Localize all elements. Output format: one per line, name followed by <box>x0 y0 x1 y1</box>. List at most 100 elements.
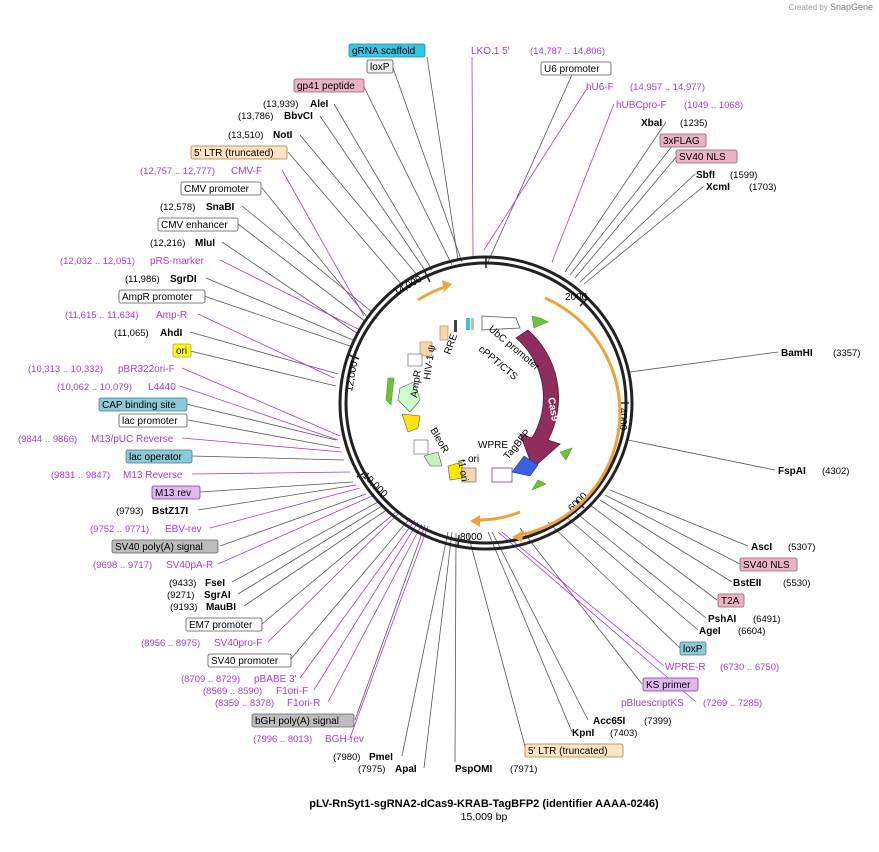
f1orif-pos: (8569 .. 8590) <box>203 686 262 697</box>
f1orir-label: F1ori-R <box>287 698 320 709</box>
fspai-label: FspAI <box>778 466 806 477</box>
bghrev-label: BGH-rev <box>325 734 364 745</box>
loxp-top-label: loxP <box>370 62 390 73</box>
sgrdi-pos: (11,986) <box>125 274 160 285</box>
tick-label-4000: 4000 <box>617 408 628 431</box>
map-subtitle: 15,009 bp <box>461 811 508 823</box>
cmv-enhancer-label: CMV enhancer <box>161 220 228 231</box>
cmvf-pos: (12,757 .. 12,777) <box>140 166 215 177</box>
maubi-label: MauBI <box>206 602 236 613</box>
asci-label: AscI <box>751 542 772 553</box>
ring-ticks <box>348 257 629 546</box>
sv40nls-bot-label: SV40 NLS <box>743 560 790 571</box>
pbabe-label: pBABE 3' <box>254 674 297 685</box>
ebvrev-pos: (9752 .. 9771) <box>90 524 149 535</box>
sv40prof-label: SV40pro-F <box>214 638 262 649</box>
acc65i-label: Acc65I <box>593 716 625 727</box>
bgh-label: bGH poly(A) signal <box>255 716 339 727</box>
snapgene-brand: Created by SnapGene <box>788 2 873 12</box>
em7-feature <box>461 467 477 483</box>
f1orif-label: F1ori-F <box>276 686 308 697</box>
m13rev-primer-label: M13 Reverse <box>123 470 183 481</box>
sbfi-pos: (1599) <box>730 170 757 181</box>
sbfi-label: SbfI <box>696 170 715 181</box>
ahdi-label: AhdI <box>160 328 182 339</box>
bsteii-pos: (5530) <box>783 578 810 589</box>
bleor-feature <box>423 451 443 467</box>
map-title: pLV-RnSyt1-sgRNA2-dCas9-KRAB-TagBFP2 (id… <box>309 798 659 810</box>
pmei-label: PmeI <box>369 752 393 763</box>
fsei-pos: (9433) <box>169 578 196 589</box>
alei-label: AleI <box>310 99 329 110</box>
ltr5-bot-label: 5' LTR (truncated) <box>528 746 608 757</box>
bamhi-label: BamHI <box>781 348 813 359</box>
ltr-feature-left <box>419 341 433 357</box>
right-labels: LKO.1 5' (14,787 .. 14,806) U6 promoter … <box>471 46 860 758</box>
lko-pos: (14,787 .. 14,806) <box>530 46 605 57</box>
wpre-feature <box>491 467 513 483</box>
m13rev-primer-pos: (9831 .. 9847) <box>51 470 110 481</box>
left-labels: gRNA scaffold loxP gp41 peptide (13,939)… <box>18 43 537 775</box>
lac-operator-label: lac operator <box>129 452 182 463</box>
ebvrev-label: EBV-rev <box>165 524 202 535</box>
grna-scaffold-label: gRNA scaffold <box>352 46 415 57</box>
sv40prof-pos: (8956 .. 8975) <box>141 638 200 649</box>
ubc-promoter-feature <box>481 315 521 331</box>
loxp-feature <box>471 318 474 330</box>
inner-label-ampr: AmpR <box>409 369 424 398</box>
apai-pos: (7975) <box>358 764 385 775</box>
bstz17i-pos: (9793) <box>116 506 143 517</box>
sgrai-pos: (9271) <box>167 590 194 601</box>
snabi-pos: (12,578) <box>160 202 195 213</box>
f1orir-pos: (8359 .. 8378) <box>215 698 274 709</box>
rre-feature <box>439 325 449 341</box>
pspomi-pos: (7971) <box>510 764 537 775</box>
apai-label: ApaI <box>395 764 417 775</box>
ori-label: ori <box>176 346 187 357</box>
prs-pos: (12,032 .. 12,051) <box>60 256 135 267</box>
sv40-promoter-label: SV40 promoter <box>211 656 279 667</box>
prs-label: pRS-marker <box>150 256 205 267</box>
sv40pa-label: SV40 poly(A) signal <box>115 542 203 553</box>
fspai-pos: (4302) <box>822 466 849 477</box>
pbr322-pos: (10,313 .. 10,332) <box>28 364 103 375</box>
noti-label: NotI <box>273 130 293 141</box>
m13puc-label: M13/pUC Reverse <box>91 434 174 445</box>
bamhi-pos: (3357) <box>833 348 860 359</box>
leader-lines <box>185 56 779 769</box>
loxp-bot-label: loxP <box>683 644 703 655</box>
gp41-label: gp41 peptide <box>297 81 355 92</box>
bbvci-label: BbvCI <box>284 111 313 122</box>
pbks-label: pBluescriptKS <box>621 698 684 709</box>
wprer-pos: (6730 .. 6750) <box>720 662 779 673</box>
tick-label-2000: 2000 <box>565 292 588 303</box>
cmvf-label: CMV-F <box>231 166 262 177</box>
green-arrows <box>385 315 573 491</box>
cmv-promoter-label: CMV promoter <box>184 184 250 195</box>
hu6f-pos: (14,957 .. 14,977) <box>630 82 705 93</box>
tick-label-14000: 14,000 <box>392 274 424 299</box>
noti-pos: (13,510) <box>228 130 263 141</box>
snabi-label: SnaBI <box>206 202 235 213</box>
inner-label-ori: ori <box>468 454 479 465</box>
pmei-pos: (7980) <box>333 752 360 763</box>
pshai-pos: (6491) <box>753 614 780 625</box>
t2a-label: T2A <box>721 596 740 607</box>
ampr-primer-pos: (11,615 .. 11,634) <box>65 310 139 321</box>
l4440-pos: (10,062 .. 10,079) <box>57 382 132 393</box>
em7-label: EM7 promoter <box>189 620 253 631</box>
hu6f-label: hU6-F <box>586 82 614 93</box>
sgrdi-label: SgrDI <box>170 274 197 285</box>
backbone-ring-outer <box>338 255 634 551</box>
sv40par-label: SV40pA-R <box>166 560 213 571</box>
fsei-label: FseI <box>205 578 225 589</box>
inner-label-bleor: BleoR <box>427 426 450 455</box>
maubi-pos: (9193) <box>170 602 197 613</box>
tagbfp-feature <box>511 455 539 477</box>
wprer-label: WPRE-R <box>665 662 706 673</box>
ltr5-top-label: 5' LTR (truncated) <box>194 148 274 159</box>
snapgene-logo: SnapGene <box>829 2 873 12</box>
cas9-label: Cas9 <box>545 397 560 423</box>
ahdi-pos: (11,065) <box>114 328 149 339</box>
sgrai-label: SgrAI <box>204 590 231 601</box>
